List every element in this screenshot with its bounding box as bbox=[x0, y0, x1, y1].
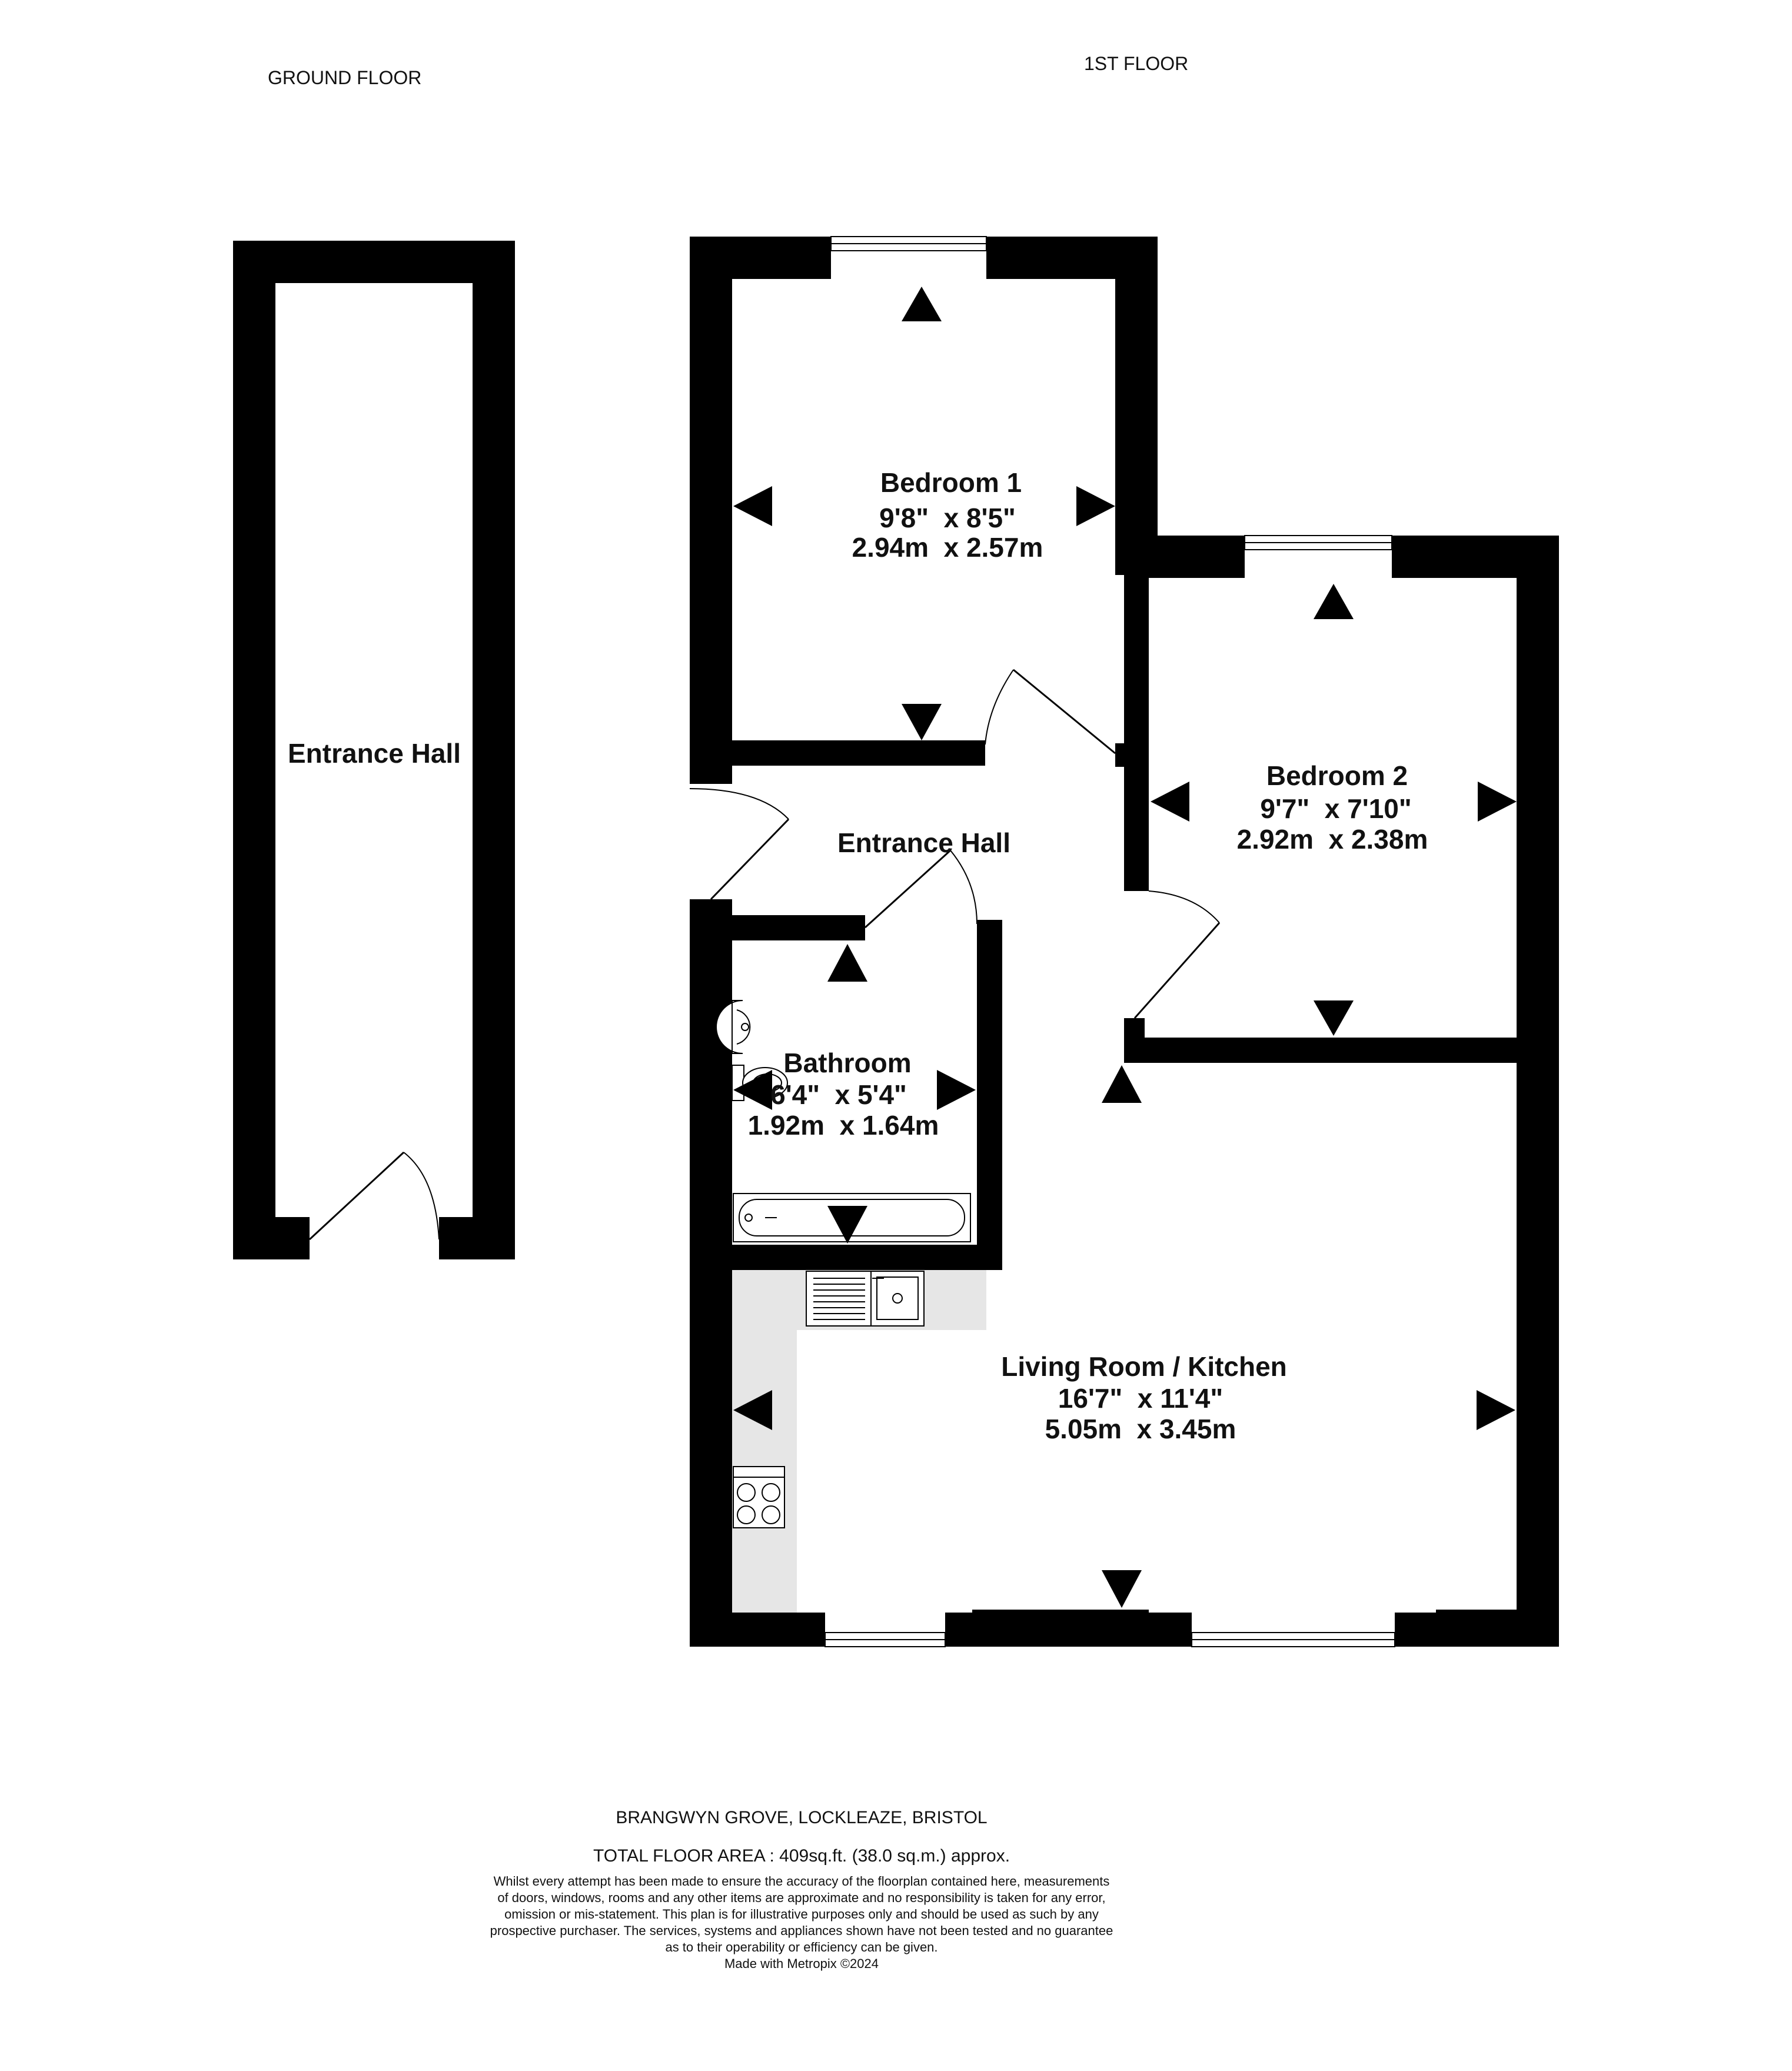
bedroom1-label: Bedroom 1 bbox=[880, 467, 1022, 498]
total-floor-area: TOTAL FLOOR AREA : 409sq.ft. (38.0 sq.m.… bbox=[593, 1846, 1010, 1866]
door-swing-icon bbox=[1133, 890, 1221, 1019]
door-swing-icon bbox=[985, 669, 1116, 754]
metropix-credit: Made with Metropix ©2024 bbox=[724, 1956, 879, 1971]
bath-wall-right bbox=[977, 920, 1002, 1270]
ground-floor-title: GROUND FLOOR bbox=[268, 67, 421, 88]
right-outer-wall bbox=[1517, 536, 1559, 1647]
first-floor-title: 1ST FLOOR bbox=[1084, 53, 1188, 74]
property-address: BRANGWYN GROVE, LOCKLEAZE, BRISTOL bbox=[616, 1808, 987, 1827]
disclaimer-line: omission or mis-statement. This plan is … bbox=[504, 1907, 1099, 1922]
ground-wall-top bbox=[233, 241, 515, 283]
ground-wall-bottom-left bbox=[233, 1217, 310, 1259]
disclaimer-line: prospective purchaser. The services, sys… bbox=[490, 1923, 1113, 1938]
window-icon bbox=[802, 1613, 946, 1647]
living-kitchen-imperial: 16'7" x 11'4" bbox=[1058, 1383, 1223, 1414]
living-wall-bottom-pier2 bbox=[1149, 1613, 1192, 1647]
disclaimer-line: of doors, windows, rooms and any other i… bbox=[497, 1890, 1105, 1905]
disclaimer-line: Whilst every attempt has been made to en… bbox=[494, 1874, 1110, 1889]
living-wall-bottom-pier3 bbox=[1395, 1613, 1436, 1647]
bed2-wall-top-left bbox=[1149, 536, 1209, 578]
disclaimer-line: as to their operability or efficiency ca… bbox=[665, 1940, 937, 1954]
bedroom2-imperial: 9'7" x 7'10" bbox=[1260, 793, 1411, 824]
bed1-wall-left bbox=[690, 237, 732, 784]
living-wall-bottom-pier1 bbox=[945, 1613, 972, 1647]
basin-icon bbox=[716, 1000, 751, 1054]
window-icon bbox=[1191, 1632, 1395, 1647]
living-kitchen-label: Living Room / Kitchen bbox=[1001, 1351, 1287, 1382]
living-wall-bottom-left bbox=[690, 1613, 802, 1647]
bath-wall-top bbox=[732, 915, 865, 940]
bath-wall-bottom bbox=[732, 1245, 1002, 1270]
bathroom-imperial: 6'4" x 5'4" bbox=[770, 1079, 907, 1110]
window-icon bbox=[1209, 535, 1427, 578]
dimension-arrow-icon bbox=[733, 287, 1517, 1608]
hob-icon bbox=[733, 1466, 785, 1528]
bed1-wall-bottom bbox=[732, 740, 985, 766]
ground-floor-plan bbox=[233, 241, 515, 1259]
door-swing-icon bbox=[308, 1151, 440, 1241]
living-wall-bottom-centre bbox=[972, 1610, 1149, 1647]
ground-wall-left bbox=[233, 241, 275, 1259]
first-floor-plan bbox=[690, 237, 1559, 1647]
bedroom2-metric: 2.92m x 2.38m bbox=[1237, 824, 1428, 855]
bathroom-metric: 1.92m x 1.64m bbox=[748, 1110, 939, 1141]
bedroom1-metric: 2.94m x 2.57m bbox=[852, 532, 1043, 563]
sink-icon bbox=[806, 1271, 925, 1327]
living-wall-bottom-right bbox=[1436, 1610, 1559, 1647]
window-icon bbox=[796, 236, 1022, 279]
door-swing-icon bbox=[689, 788, 790, 900]
bathroom-label: Bathroom bbox=[783, 1048, 911, 1078]
door-swing-icon bbox=[864, 849, 978, 929]
ground-wall-bottom-right bbox=[439, 1217, 515, 1259]
bedroom1-imperial: 9'8" x 8'5" bbox=[879, 503, 1016, 533]
bed2-wall-bottom bbox=[1124, 1038, 1559, 1063]
bed2-wall-left bbox=[1124, 575, 1149, 891]
ground-entrance-hall-label: Entrance Hall bbox=[288, 738, 461, 769]
living-kitchen-metric: 5.05m x 3.45m bbox=[1045, 1414, 1236, 1444]
bedroom2-label: Bedroom 2 bbox=[1266, 760, 1408, 791]
bed1-wall-right bbox=[1115, 237, 1158, 575]
first-entrance-hall-label: Entrance Hall bbox=[837, 827, 1010, 858]
ground-wall-right bbox=[473, 241, 515, 1259]
